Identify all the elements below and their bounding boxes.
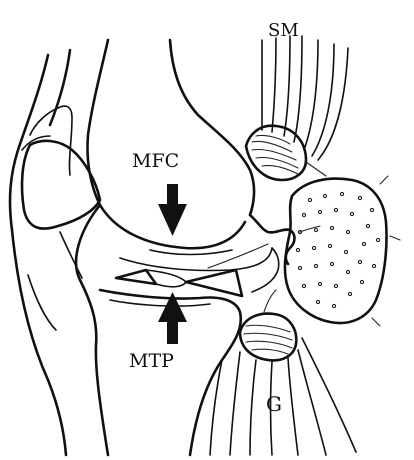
capsule-channel <box>208 215 295 292</box>
arrow-down-icon <box>158 184 187 236</box>
tibia-outline <box>12 230 241 455</box>
label-mfc: MFC <box>132 152 179 171</box>
label-sm: SM <box>268 22 299 40</box>
gastrocnemius <box>210 290 356 455</box>
semimembranosus-tendon <box>246 36 348 180</box>
label-g: G <box>266 394 282 414</box>
meniscus <box>116 270 242 296</box>
popliteal-cyst <box>285 176 400 326</box>
label-mtp: MTP <box>129 352 174 371</box>
femur-outline <box>10 40 254 248</box>
